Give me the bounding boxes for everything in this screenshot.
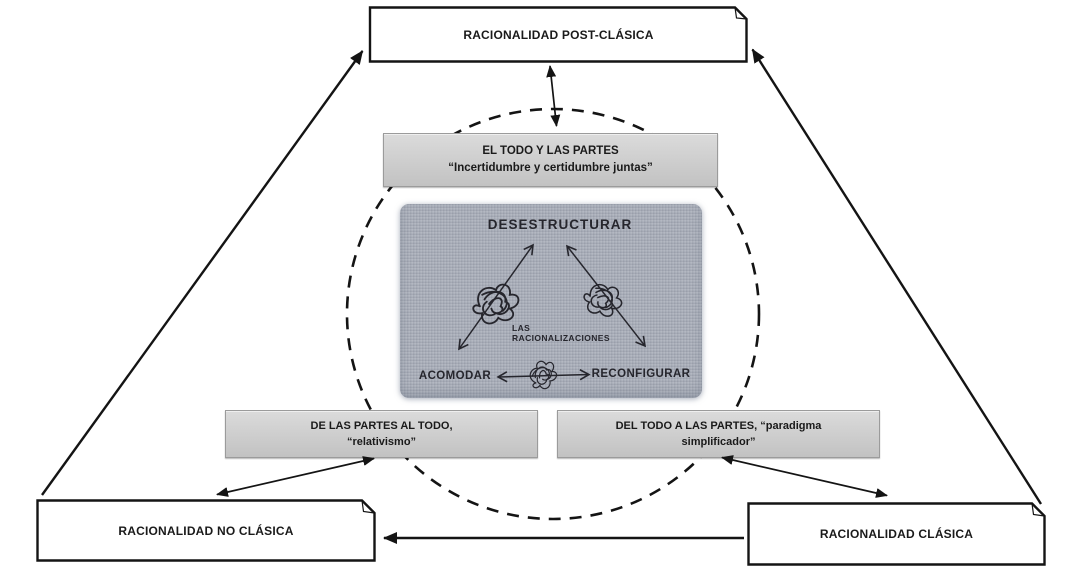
label-acomodar-text: ACOMODAR bbox=[418, 370, 492, 382]
label-parts-to-whole: DE LAS PARTES AL TODO, “relativismo” bbox=[225, 410, 538, 458]
arrow-postclassic-wholeparts bbox=[546, 65, 561, 127]
label-postclassic-text: RACIONALIDAD POST-CLÁSICA bbox=[463, 27, 654, 42]
label-whole-to-parts: DEL TODO A LAS PARTES, “paradigma simpli… bbox=[557, 410, 880, 458]
label-nonclassic-text: RACIONALIDAD NO CLÁSICA bbox=[118, 523, 294, 538]
label-whole-to-parts-line1: DEL TODO A LAS PARTES, “paradigma bbox=[615, 420, 822, 432]
label-racionalizaciones: RACIONALIZACIONES bbox=[512, 333, 610, 343]
label-whole-to-parts-line2: simplificador” bbox=[681, 436, 756, 448]
label-acomodar: ACOMODAR bbox=[414, 368, 496, 384]
label-desestructurar: DESESTRUCTURAR bbox=[410, 214, 710, 234]
label-postclassic: RACIONALIDAD POST-CLÁSICA bbox=[370, 7, 747, 62]
label-las-racionalizaciones: LAS RACIONALIZACIONES bbox=[512, 321, 632, 345]
label-whole-and-parts-line1: EL TODO Y LAS PARTES bbox=[482, 145, 619, 157]
arrow-nonclassic-partstowhole bbox=[216, 456, 375, 497]
arrow-classic-wholetoparts bbox=[721, 455, 888, 498]
label-reconfigurar: RECONFIGURAR bbox=[592, 366, 690, 382]
label-las: LAS bbox=[512, 322, 531, 333]
label-parts-to-whole-line1: DE LAS PARTES AL TODO, bbox=[310, 420, 453, 432]
label-reconfigurar-text: RECONFIGURAR bbox=[591, 368, 691, 380]
label-classic-text: RACIONALIDAD CLÁSICA bbox=[819, 527, 974, 541]
label-whole-and-parts-line2: “Incertidumbre y certidumbre juntas” bbox=[448, 162, 653, 174]
label-whole-and-parts: EL TODO Y LAS PARTES “Incertidumbre y ce… bbox=[383, 133, 718, 187]
label-desestructurar-text: DESESTRUCTURAR bbox=[487, 216, 633, 232]
label-nonclassic: RACIONALIDAD NO CLÁSICA bbox=[37, 501, 375, 560]
label-classic: RACIONALIDAD CLÁSICA bbox=[748, 504, 1045, 564]
label-parts-to-whole-line2: “relativismo” bbox=[346, 436, 417, 448]
